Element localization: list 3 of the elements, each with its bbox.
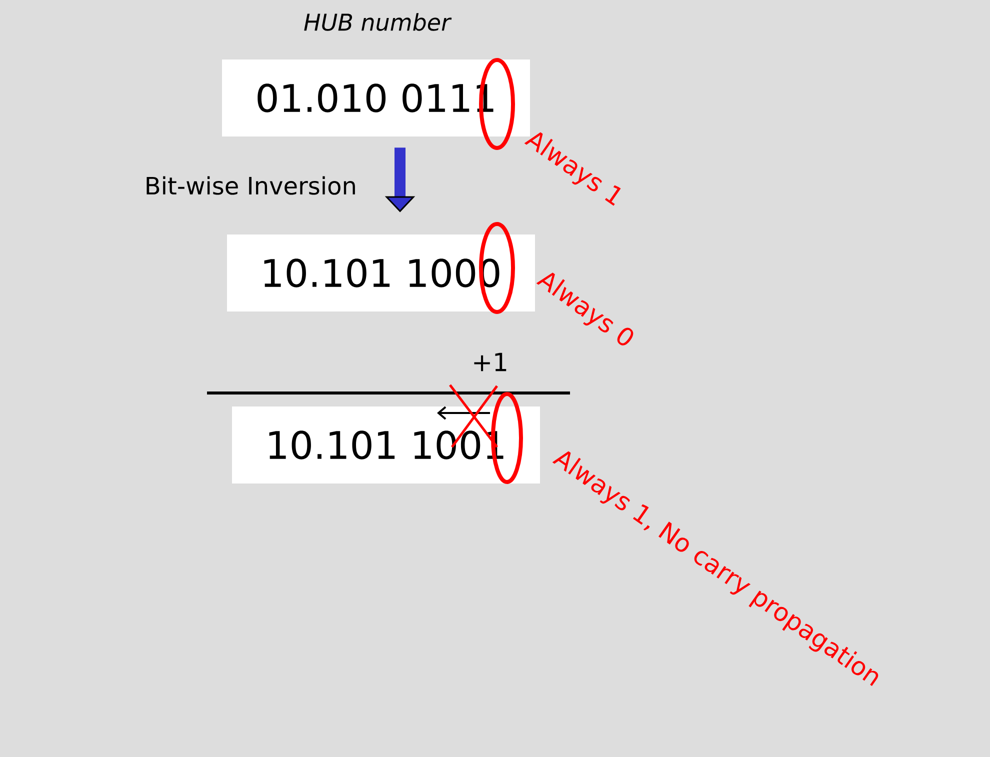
title: HUB number <box>304 13 452 31</box>
plus-label: +1 <box>474 352 506 372</box>
edge-label: Bit-wise Inversion <box>146 176 355 195</box>
